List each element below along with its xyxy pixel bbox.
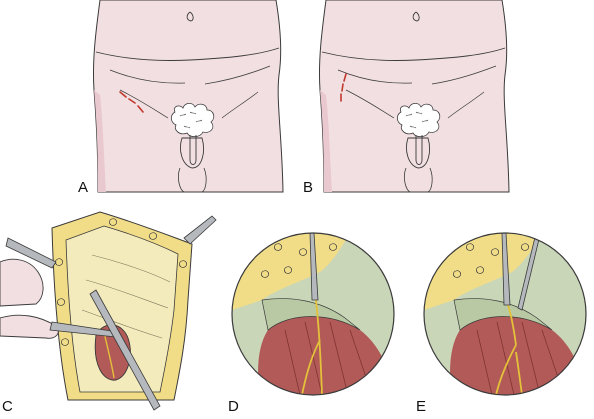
panel-label-a: A: [78, 179, 89, 196]
panel-label-c: C: [2, 398, 13, 415]
panel-label-e: E: [416, 398, 427, 415]
panel-label-b: B: [303, 179, 314, 196]
panel-a-torso: [92, 0, 284, 193]
panel-e-magnified-view: [423, 232, 587, 396]
panel-label-d: D: [228, 398, 239, 415]
panel-b-torso: [318, 0, 510, 193]
panel-c-surgical-field: [0, 211, 217, 411]
panel-d-magnified-view: [231, 232, 395, 396]
